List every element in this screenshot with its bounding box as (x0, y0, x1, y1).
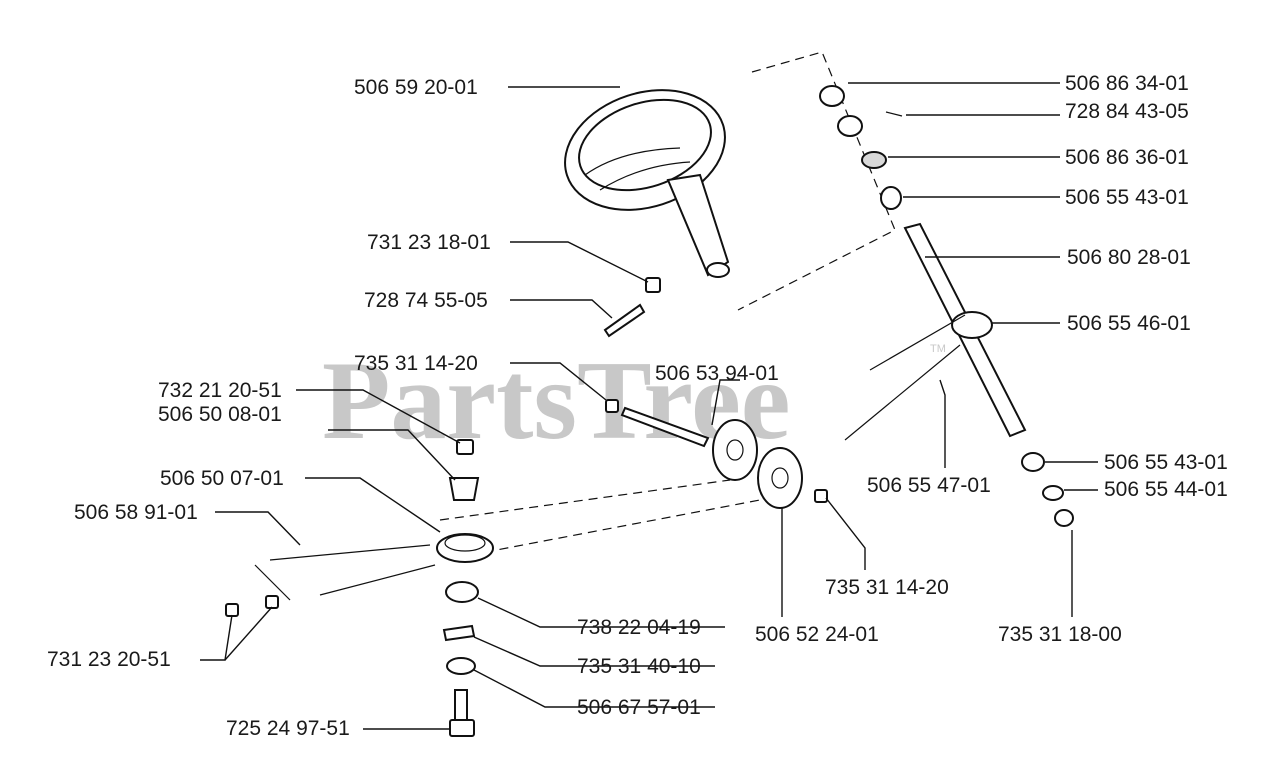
part-label[interactable]: 728 84 43-05 (1065, 100, 1189, 123)
part-label[interactable]: 506 58 91-01 (74, 501, 198, 524)
leader-lines (200, 82, 1098, 730)
part-label[interactable]: 725 24 97-51 (226, 717, 350, 740)
part-label[interactable]: 506 86 36-01 (1065, 146, 1189, 169)
part-label[interactable]: 735 31 18-00 (998, 623, 1122, 646)
part-label[interactable]: 506 80 28-01 (1067, 246, 1191, 269)
part-label[interactable]: 506 53 94-01 (655, 362, 779, 385)
part-labels: 506 59 20-01 731 23 18-01 728 74 55-05 7… (47, 72, 1228, 740)
part-label[interactable]: 506 55 47-01 (867, 474, 991, 497)
part-label[interactable]: 738 22 04-19 (577, 616, 701, 639)
part-label[interactable]: 506 55 46-01 (1067, 312, 1191, 335)
watermark-tm: TM (930, 343, 946, 355)
steering-wheel-drawing (564, 89, 730, 278)
dashed-bracket (737, 51, 896, 311)
part-label[interactable]: 506 50 07-01 (160, 467, 284, 490)
steering-column-drawing (819, 85, 1074, 527)
hub-stack-drawing (436, 439, 494, 737)
part-label[interactable]: 731 23 20-51 (47, 648, 171, 671)
part-label[interactable]: 506 59 20-01 (354, 76, 478, 99)
part-label[interactable]: 735 31 40-10 (577, 655, 701, 678)
watermark: PartsTree (322, 339, 791, 463)
part-label[interactable]: 506 67 57-01 (577, 696, 701, 719)
part-label[interactable]: 728 74 55-05 (364, 289, 488, 312)
cable-drawing (225, 544, 436, 617)
part-label[interactable]: 506 86 34-01 (1065, 72, 1189, 95)
part-label[interactable]: 732 21 20-51 (158, 379, 282, 402)
wheel-nut-drawing (603, 277, 661, 338)
part-label[interactable]: 506 55 44-01 (1104, 478, 1228, 501)
part-label[interactable]: 506 55 43-01 (1104, 451, 1228, 474)
part-label[interactable]: 735 31 14-20 (354, 352, 478, 375)
part-label[interactable]: 506 52 24-01 (755, 623, 879, 646)
part-label[interactable]: 731 23 18-01 (367, 231, 491, 254)
part-label[interactable]: 735 31 14-20 (825, 576, 949, 599)
pulley-assembly-drawing (439, 399, 828, 556)
part-label[interactable]: 506 55 43-01 (1065, 186, 1189, 209)
part-label[interactable]: 506 50 08-01 (158, 403, 282, 426)
